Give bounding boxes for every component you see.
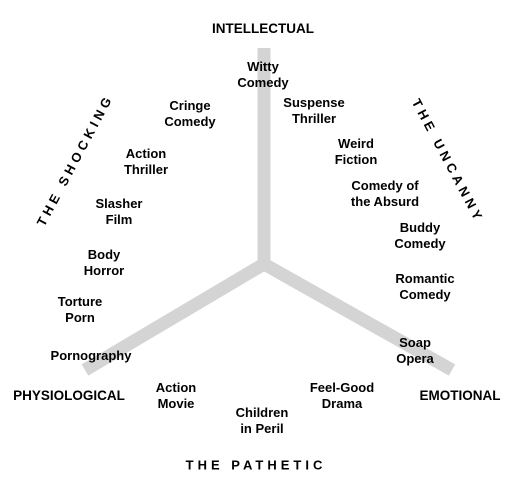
region-the-pathetic: THE PATHETIC [185,457,327,473]
genre-pornography: Pornography [50,348,132,363]
pole-emotional: EMOTIONAL [419,388,501,403]
pole-intellectual: INTELLECTUAL [212,21,314,36]
axis-emotional [260,258,456,376]
pole-physiological: PHYSIOLOGICAL [13,388,125,403]
axis-physiological [81,258,268,376]
